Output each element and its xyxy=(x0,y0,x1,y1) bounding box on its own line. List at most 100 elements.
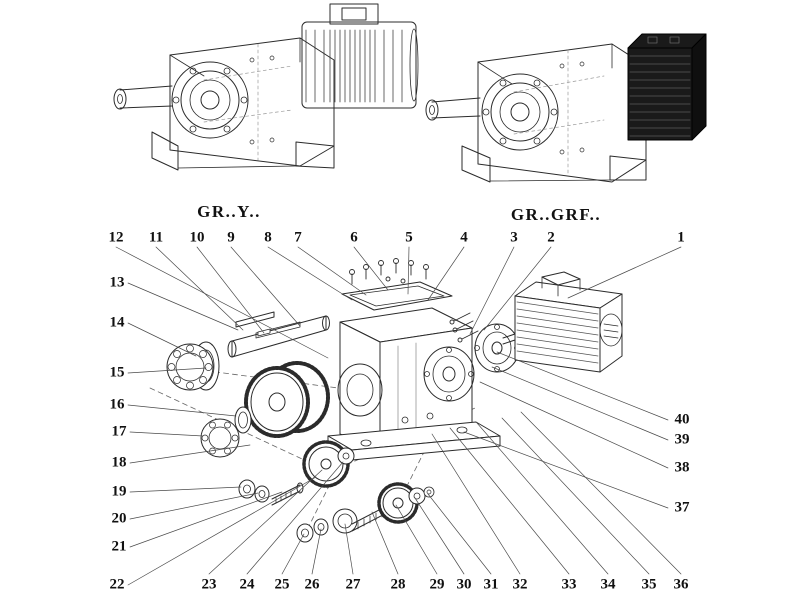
input-mounting-bolts xyxy=(449,312,479,343)
callout-30: 30 xyxy=(456,576,472,593)
leader-line-29 xyxy=(395,504,438,575)
callout-39: 39 xyxy=(674,431,690,448)
callout-35: 35 xyxy=(641,576,657,593)
callout-19: 19 xyxy=(111,483,127,500)
leader-line-12 xyxy=(115,246,329,359)
callout-34: 34 xyxy=(600,576,616,593)
leader-line-26 xyxy=(311,528,322,575)
callout-2: 2 xyxy=(547,229,555,246)
callout-36: 36 xyxy=(673,576,689,593)
intermediate-gear xyxy=(302,440,350,488)
leader-line-16 xyxy=(127,404,237,417)
callout-27: 27 xyxy=(345,576,361,593)
callout-26: 26 xyxy=(304,576,320,593)
leader-line-14 xyxy=(127,322,197,357)
callout-8: 8 xyxy=(264,229,272,246)
leader-line-11 xyxy=(155,246,244,331)
leader-line-15 xyxy=(127,367,207,374)
leader-line-31 xyxy=(427,493,492,575)
gr-y-feet xyxy=(151,131,335,171)
leader-line-18 xyxy=(129,444,251,464)
gr-grf-feet xyxy=(461,145,647,183)
callout-32: 32 xyxy=(512,576,528,593)
callout-10: 10 xyxy=(189,229,205,246)
leader-line-35 xyxy=(501,417,650,575)
callout-9: 9 xyxy=(227,229,235,246)
washers-left xyxy=(238,479,270,503)
callout-5: 5 xyxy=(405,229,413,246)
leader-line-34 xyxy=(476,422,609,575)
callout-1: 1 xyxy=(677,229,685,246)
spacer-ring xyxy=(234,406,252,434)
leader-line-8 xyxy=(267,246,353,301)
callout-4: 4 xyxy=(460,229,468,246)
callout-29: 29 xyxy=(429,576,445,593)
cover-bolts xyxy=(349,258,429,285)
leader-line-7 xyxy=(297,246,367,296)
leader-line-32 xyxy=(431,433,521,575)
leader-line-37 xyxy=(463,431,669,509)
gr-grf-gearbox xyxy=(477,43,647,183)
callout-28: 28 xyxy=(390,576,406,593)
leader-line-6 xyxy=(353,246,389,291)
leader-line-36 xyxy=(520,411,682,575)
callout-22: 22 xyxy=(109,576,125,593)
washers-bottom xyxy=(296,518,329,543)
callout-3: 3 xyxy=(510,229,518,246)
leader-line-1 xyxy=(567,246,682,299)
bearing-cage xyxy=(166,343,214,391)
leader-line-2 xyxy=(483,246,552,331)
leader-line-10 xyxy=(196,246,265,334)
gr-grf-dark-cover-block xyxy=(627,33,707,141)
leader-line-5 xyxy=(407,246,410,295)
leader-line-3 xyxy=(469,246,515,335)
exploded-view-drawing xyxy=(149,258,623,543)
gr-grf-output-shaft xyxy=(425,97,481,121)
callout-24: 24 xyxy=(239,576,255,593)
callout-15: 15 xyxy=(109,364,125,381)
motor xyxy=(502,271,623,373)
leader-line-21 xyxy=(129,491,283,548)
leader-line-9 xyxy=(230,246,301,327)
gr-y-gearbox xyxy=(169,37,335,167)
callout-31: 31 xyxy=(483,576,499,593)
callout-17: 17 xyxy=(111,423,127,440)
leader-line-17 xyxy=(129,431,204,437)
leader-line-19 xyxy=(129,486,242,493)
toothed-gear-wheel xyxy=(244,361,330,438)
callout-12: 12 xyxy=(108,229,124,246)
leader-line-23 xyxy=(208,469,323,575)
leader-line-30 xyxy=(414,497,465,575)
leader-line-13 xyxy=(127,282,239,331)
callout-7: 7 xyxy=(294,229,302,246)
leader-line-25 xyxy=(281,533,305,575)
callout-40: 40 xyxy=(674,411,690,428)
motor-flange-adapter xyxy=(474,323,520,373)
callout-23: 23 xyxy=(201,576,217,593)
callout-25: 25 xyxy=(274,576,290,593)
leader-line-27 xyxy=(344,523,354,575)
input-bearing xyxy=(332,508,358,534)
callout-16: 16 xyxy=(109,396,125,413)
gr-y-motor xyxy=(301,3,419,109)
callout-18: 18 xyxy=(111,454,127,471)
leader-line-38 xyxy=(479,381,669,469)
pinion-shaft xyxy=(271,482,304,506)
variant-label-gr-y: GR..Y.. xyxy=(197,202,261,221)
output-shaft xyxy=(227,315,330,358)
leader-lines xyxy=(115,246,682,586)
leader-line-24 xyxy=(246,461,344,575)
gr-y-output-shaft xyxy=(113,85,173,110)
leader-line-4 xyxy=(427,246,465,301)
callout-37: 37 xyxy=(674,499,690,516)
leader-line-40 xyxy=(496,351,669,421)
output-bearing xyxy=(200,418,240,458)
gearmotor-gr-y-drawing xyxy=(113,3,419,171)
leader-line-20 xyxy=(129,492,259,520)
gearmotor-gr-grf-drawing xyxy=(425,33,707,183)
callout-6: 6 xyxy=(350,229,358,246)
callout-21: 21 xyxy=(111,538,127,555)
leader-line-28 xyxy=(371,511,399,575)
